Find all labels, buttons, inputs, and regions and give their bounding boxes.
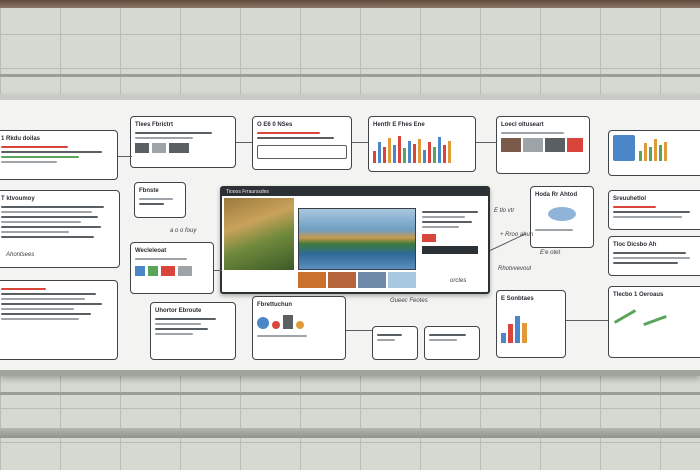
diagram-card: Loecl oltuseart <box>496 116 590 174</box>
chart-card: E Sonbtaes <box>496 290 566 358</box>
card-title: E Sonbtaes <box>501 296 534 302</box>
diagram-card: Uhortor Ebroute <box>150 302 236 360</box>
card-title: Tlecbo 1 Oeroaus <box>613 292 664 298</box>
diagram-card: 1 Rkdu doilas <box>0 130 118 180</box>
card-title: T ktvoumoy <box>1 196 35 202</box>
diagram-card: Hoda Rr Ahtod <box>530 186 594 248</box>
connector-line <box>214 270 222 271</box>
card-title: Fbnste <box>139 188 159 194</box>
note: Ahontsees <box>6 252 35 258</box>
monitor-screen: Tiooos Frraurssdes <box>220 186 490 294</box>
diagram-card <box>372 326 418 360</box>
note: Gueec Feotes <box>390 298 428 304</box>
list-card <box>0 280 118 360</box>
connector-line <box>352 142 368 143</box>
connector-line <box>346 330 372 331</box>
bar-chart-card: Hentfr E Fhes Ene <box>368 116 476 172</box>
note: + Rroo ahun <box>500 232 534 238</box>
note: E'e otet <box>540 250 561 256</box>
card-title: Hentfr E Fhes Ene <box>373 122 425 128</box>
wall-ledge <box>0 428 700 438</box>
diagram-card: O E6 0 NSes <box>252 116 352 170</box>
lake-photo <box>298 208 416 270</box>
diagram-card: Fbrettuchun <box>252 296 346 360</box>
table-card: Sreuuhetlol <box>608 190 700 230</box>
wall-pipe <box>0 74 700 77</box>
thumbnail-strip <box>298 272 416 288</box>
card-title: O E6 0 NSes <box>257 122 293 128</box>
note: E tlo vtr <box>494 208 515 214</box>
note: Rhotvvevoul <box>498 266 532 272</box>
card-title: Uhortor Ebroute <box>155 308 202 314</box>
card-title: Hoda Rr Ahtod <box>535 192 578 198</box>
card-title: Tloc Dicsbo Ah <box>613 242 657 248</box>
diagram-card <box>608 130 700 176</box>
diagram-card: Wecleleoat <box>130 242 214 294</box>
ceiling-beam <box>0 0 700 8</box>
card-title: Sreuuhetlol <box>613 196 647 202</box>
diagram-card: Fbnste <box>134 182 186 218</box>
wall-pipe-lower <box>0 392 700 395</box>
landscape-photo <box>224 198 294 270</box>
connector-line <box>236 142 252 143</box>
diagram-card <box>424 326 480 360</box>
note: a o o fouy <box>170 228 197 234</box>
whiteboard: 1 Rkdu doilas Tlees Fbrictrt O E6 0 NSes… <box>0 94 700 376</box>
connector-line <box>118 156 132 157</box>
chart-card: Tlecbo 1 Oeroaus <box>608 286 700 358</box>
diagram-card: Tlees Fbrictrt <box>130 116 236 168</box>
list-card: T ktvoumoy <box>0 190 120 268</box>
card-title: Wecleleoat <box>135 248 167 254</box>
card-title: 1 Rkdu doilas <box>1 136 41 142</box>
card-title: Fbrettuchun <box>257 302 292 308</box>
table-card: Tloc Dicsbo Ah <box>608 236 700 276</box>
monitor-title: Tiooos Frraurssdes <box>222 188 488 196</box>
connector-line <box>566 320 608 321</box>
card-title: Tlees Fbrictrt <box>135 122 174 128</box>
note: orctes <box>450 278 467 284</box>
connector-line <box>476 142 496 143</box>
card-title: Loecl oltuseart <box>501 122 544 128</box>
